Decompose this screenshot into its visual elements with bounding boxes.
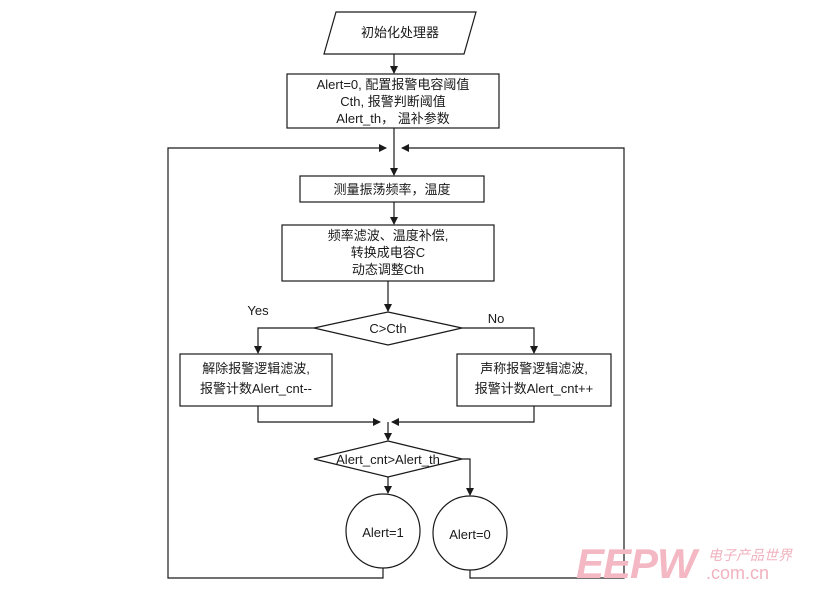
config-label-2: Cth, 报警判断阈值 <box>340 94 446 109</box>
clear-alarm-label-1: 解除报警逻辑滤波, <box>202 361 310 376</box>
decision2-label: Alert_cnt>Alert_th <box>336 452 440 467</box>
watermark-url: .com.cn <box>706 563 770 583</box>
clear-alarm-box <box>179 353 333 407</box>
watermark-brand: EEPW <box>576 540 697 587</box>
yes-label: Yes <box>247 303 269 318</box>
connector <box>254 327 314 354</box>
connector <box>462 458 474 496</box>
connector <box>462 327 538 354</box>
connector <box>391 406 535 426</box>
alert0-label: Alert=0 <box>449 527 491 542</box>
no-label: No <box>487 311 505 326</box>
watermark-chinese: 电子产品世界 <box>708 548 792 564</box>
decision1-label: C>Cth <box>369 321 407 336</box>
connector <box>257 406 381 426</box>
init-shape <box>323 11 477 55</box>
init-label: 初始化处理器 <box>360 25 439 40</box>
measure-box <box>299 175 485 203</box>
measure-label: 测量振荡频率，温度 <box>333 182 451 197</box>
declare-alarm-label-2: 报警计数Alert_cnt++ <box>474 381 594 396</box>
process-label-2: 转换成电容C <box>350 245 426 260</box>
process-label-1: 频率滤波、温度补偿, <box>327 228 449 243</box>
loop-connector <box>401 144 625 579</box>
config-label-3: Alert_th， 温补参数 <box>336 111 450 126</box>
alert1-label: Alert=1 <box>362 525 404 540</box>
declare-alarm-label-1: 声称报警逻辑滤波, <box>480 361 588 376</box>
config-label-1: Alert=0, 配置报警电容阈值 <box>316 77 470 92</box>
decision1-shape <box>313 311 463 346</box>
loop-connector <box>167 144 387 579</box>
clear-alarm-label-2: 报警计数Alert_cnt-- <box>200 381 312 396</box>
config-box <box>286 73 500 129</box>
process-label-3: 动态调整Cth <box>351 262 425 277</box>
